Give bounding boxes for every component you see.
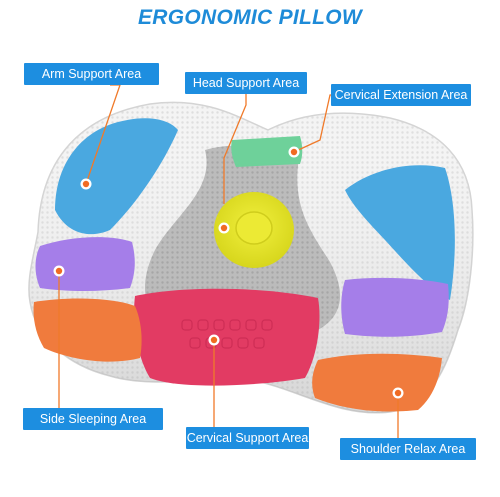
side-sleeping-zone-left xyxy=(35,237,135,291)
head-support-label: Head Support Area xyxy=(185,72,307,94)
shoulder-relax-zone-right xyxy=(312,353,442,412)
arm-support-label: Arm Support Area xyxy=(24,63,159,85)
cervical-support-label: Cervical Support Area xyxy=(186,427,309,449)
leader-lines xyxy=(58,84,399,438)
page-title: ERGONOMIC PILLOW xyxy=(137,6,363,29)
cervical-extension-label: Cervical Extension Area xyxy=(331,84,471,106)
shoulder-relax-label: Shoulder Relax Area xyxy=(340,438,476,460)
side-sleeping-label: Side Sleeping Area xyxy=(23,408,163,430)
cervical-support-zone xyxy=(134,288,320,386)
arm-support-zone-left xyxy=(55,118,178,235)
side-sleeping-zone-right xyxy=(341,277,449,337)
marker-dots xyxy=(53,146,404,399)
leader-arm xyxy=(85,84,121,185)
shoulder-relax-zone-left xyxy=(33,298,142,362)
leader-head xyxy=(223,94,247,204)
arm-support-zone-right xyxy=(345,165,455,300)
cervical-extension-zone xyxy=(231,136,303,167)
